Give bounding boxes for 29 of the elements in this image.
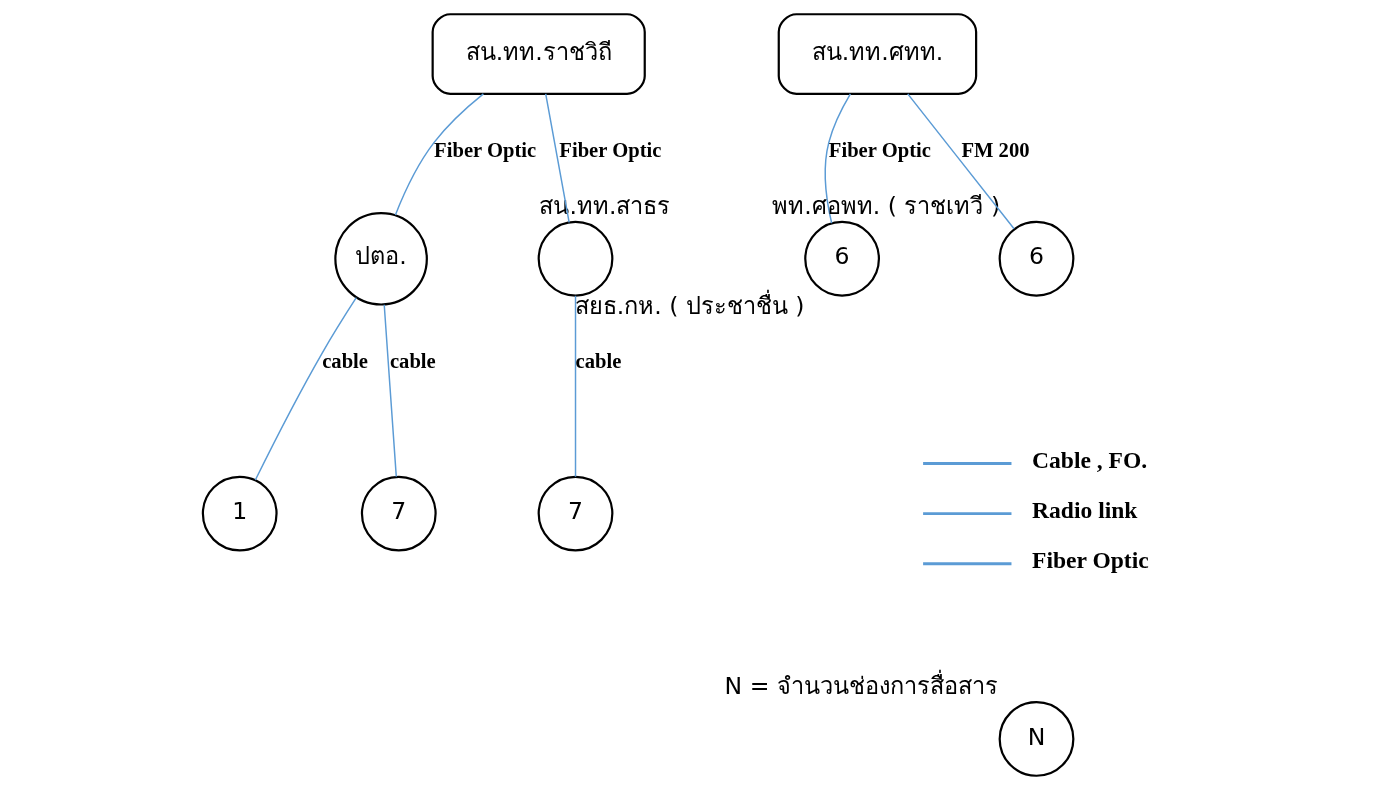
node-circle: 1 xyxy=(201,475,278,552)
edge-label: Fiber Optic xyxy=(558,139,661,162)
node-circle: 7 xyxy=(537,475,613,552)
connector xyxy=(824,93,851,224)
node-circle: 6 xyxy=(998,220,1074,297)
edge-label: cable xyxy=(575,350,621,373)
connector xyxy=(574,295,576,478)
node-box: สน.ทท.ศทท. xyxy=(777,13,977,95)
edge-label: Fiber Optic xyxy=(433,139,536,162)
legend-label: Fiber Optic xyxy=(1031,546,1149,573)
legend-label: Radio link xyxy=(1031,496,1137,523)
edge-label: cable xyxy=(389,350,436,373)
connector xyxy=(254,296,357,481)
node-circle: 7 xyxy=(360,475,437,552)
edge-label: Fiber Optic xyxy=(828,139,931,162)
connector xyxy=(383,303,397,478)
node-circle xyxy=(537,220,613,297)
node-circle: N xyxy=(998,701,1074,777)
node-label: พท.ศอพท. ( ราชเทวี ) xyxy=(771,192,1000,221)
connector xyxy=(906,93,1015,230)
connector xyxy=(544,93,570,224)
legend-label: Cable , FO. xyxy=(1031,446,1147,473)
edge-label: FM 200 xyxy=(960,139,1029,162)
node-label: สน.ทท.สาธร xyxy=(538,192,670,221)
edge-label: cable xyxy=(321,350,368,373)
node-box: สน.ทท.ราชวิถี xyxy=(431,13,646,95)
connector xyxy=(394,93,484,216)
node-circle: 6 xyxy=(803,220,880,297)
node-circle: ปตอ. xyxy=(333,211,428,306)
